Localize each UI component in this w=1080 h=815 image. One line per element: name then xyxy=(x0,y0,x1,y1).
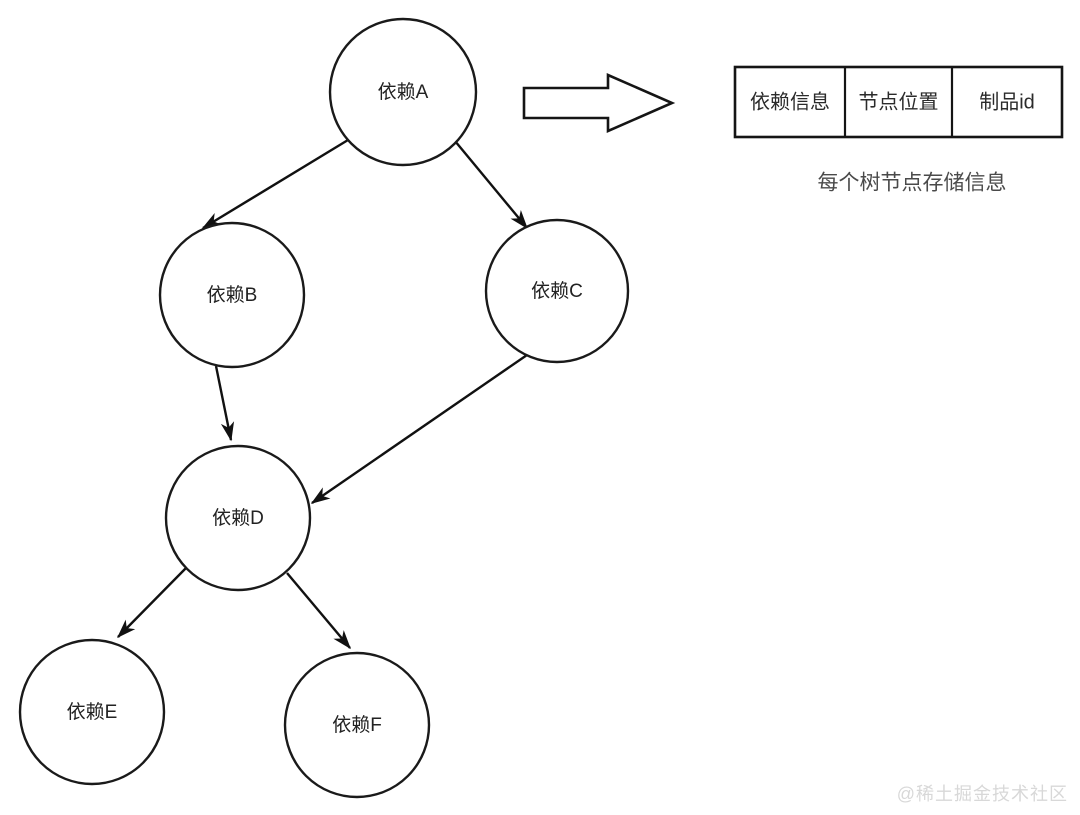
tree-node-f[interactable]: 依赖F xyxy=(283,651,431,799)
table-caption: 每个树节点存储信息 xyxy=(818,172,1007,195)
node-info-table: 依赖信息 节点位置 制品id 每个树节点存储信息 xyxy=(733,65,1064,195)
edge-group xyxy=(116,138,528,650)
tree-node-e[interactable]: 依赖E xyxy=(18,638,166,786)
node-label-b: 依赖B xyxy=(207,284,258,306)
node-label-e: 依赖E xyxy=(67,701,118,723)
node-circle-c[interactable] xyxy=(484,218,630,364)
node-group: 依赖A 依赖B 依赖C 依赖D 依赖E 依赖F xyxy=(18,17,630,799)
table-cell-node-position: 节点位置 xyxy=(859,90,939,113)
edge-a-to-b xyxy=(201,138,349,230)
edge-b-to-d xyxy=(214,365,235,442)
node-circle-e[interactable] xyxy=(18,638,166,786)
table-cell-dependency-info: 依赖信息 xyxy=(750,90,830,113)
edge-d-to-f xyxy=(286,572,351,650)
transform-arrow xyxy=(522,73,676,133)
watermark-label: @稀土掘金技术社区 xyxy=(897,784,1068,804)
edge-c-to-d xyxy=(310,354,528,504)
node-circle-a[interactable] xyxy=(328,17,478,167)
node-label-d: 依赖D xyxy=(212,507,264,529)
node-circle-f[interactable] xyxy=(283,651,431,799)
tree-node-b[interactable]: 依赖B xyxy=(158,221,306,369)
table-cell-artifact-id: 制品id xyxy=(979,90,1035,113)
edge-d-to-e xyxy=(116,567,187,639)
edge-a-to-c xyxy=(454,140,528,230)
node-label-f: 依赖F xyxy=(332,714,382,736)
node-circle-d[interactable] xyxy=(164,444,312,592)
node-circle-b[interactable] xyxy=(158,221,306,369)
table-outer-border xyxy=(733,65,1064,139)
node-label-a: 依赖A xyxy=(378,81,429,103)
tree-node-c[interactable]: 依赖C xyxy=(484,218,630,364)
right-block-arrow-icon xyxy=(522,73,676,133)
node-label-c: 依赖C xyxy=(531,280,583,302)
tree-node-a[interactable]: 依赖A xyxy=(328,17,478,167)
tree-node-d[interactable]: 依赖D xyxy=(164,444,312,592)
